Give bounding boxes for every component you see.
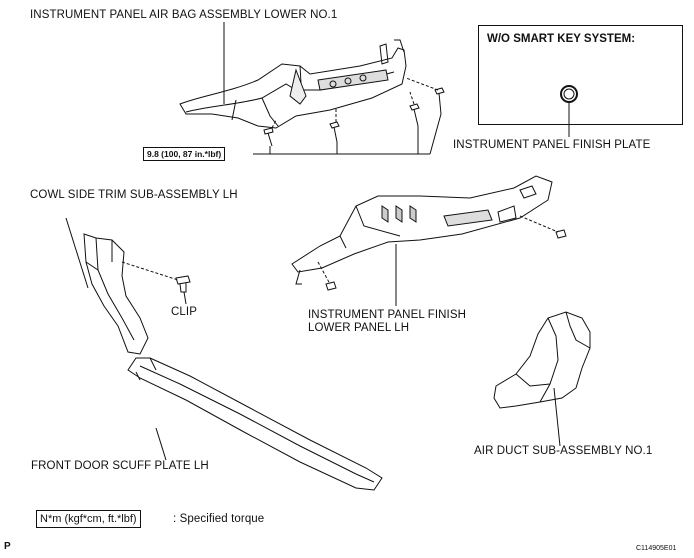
finish-lower-panel-drawing bbox=[291, 175, 553, 285]
smart-key-title: W/O SMART KEY SYSTEM: bbox=[487, 33, 636, 45]
air-duct-label: AIR DUCT SUB-ASSEMBLY NO.1 bbox=[474, 445, 653, 457]
legend-description: : Specified torque bbox=[173, 513, 265, 525]
airbag-label: INSTRUMENT PANEL AIR BAG ASSEMBLY LOWER … bbox=[30, 9, 338, 21]
air-duct-drawing bbox=[493, 311, 591, 409]
finish-plate-label: INSTRUMENT PANEL FINISH PLATE bbox=[453, 139, 651, 151]
airbag-bolts bbox=[263, 87, 445, 147]
airbag-dashes bbox=[271, 77, 439, 129]
finish-panel-bolts bbox=[325, 229, 567, 291]
scuff-plate-drawing bbox=[127, 357, 383, 491]
finish-panel-dashes bbox=[317, 215, 559, 285]
clip-leader bbox=[183, 291, 187, 305]
scuff-plate-label: FRONT DOOR SCUFF PLATE LH bbox=[31, 460, 209, 472]
clip-drawing bbox=[175, 275, 191, 293]
page-letter: P bbox=[4, 541, 11, 552]
cowl-side-label: COWL SIDE TRIM SUB-ASSEMBLY LH bbox=[30, 189, 238, 201]
airbag-assembly-drawing bbox=[179, 39, 407, 129]
smart-key-inset: W/O SMART KEY SYSTEM: bbox=[478, 25, 683, 125]
legend-torque-unit: N*m (kgf*cm, ft.*lbf) bbox=[36, 510, 141, 528]
cowl-leader bbox=[65, 217, 89, 289]
cowl-side-trim-drawing bbox=[83, 233, 149, 355]
torque-leader-drops bbox=[269, 113, 442, 155]
clip-label: CLIP bbox=[171, 306, 197, 318]
torque-value-box: 9.8 (100, 87 in.*lbf) bbox=[143, 147, 226, 161]
finish-lower-label-line2: LOWER PANEL LH bbox=[308, 322, 410, 334]
scuff-leader bbox=[155, 427, 167, 461]
finish-lower-label-line1: INSTRUMENT PANEL FINISH bbox=[308, 309, 466, 321]
figure-code: C114905E01 bbox=[636, 545, 677, 552]
air-duct-leader bbox=[553, 387, 561, 447]
clip-dash bbox=[121, 261, 179, 281]
finish-plate-ring-inner bbox=[563, 88, 575, 100]
